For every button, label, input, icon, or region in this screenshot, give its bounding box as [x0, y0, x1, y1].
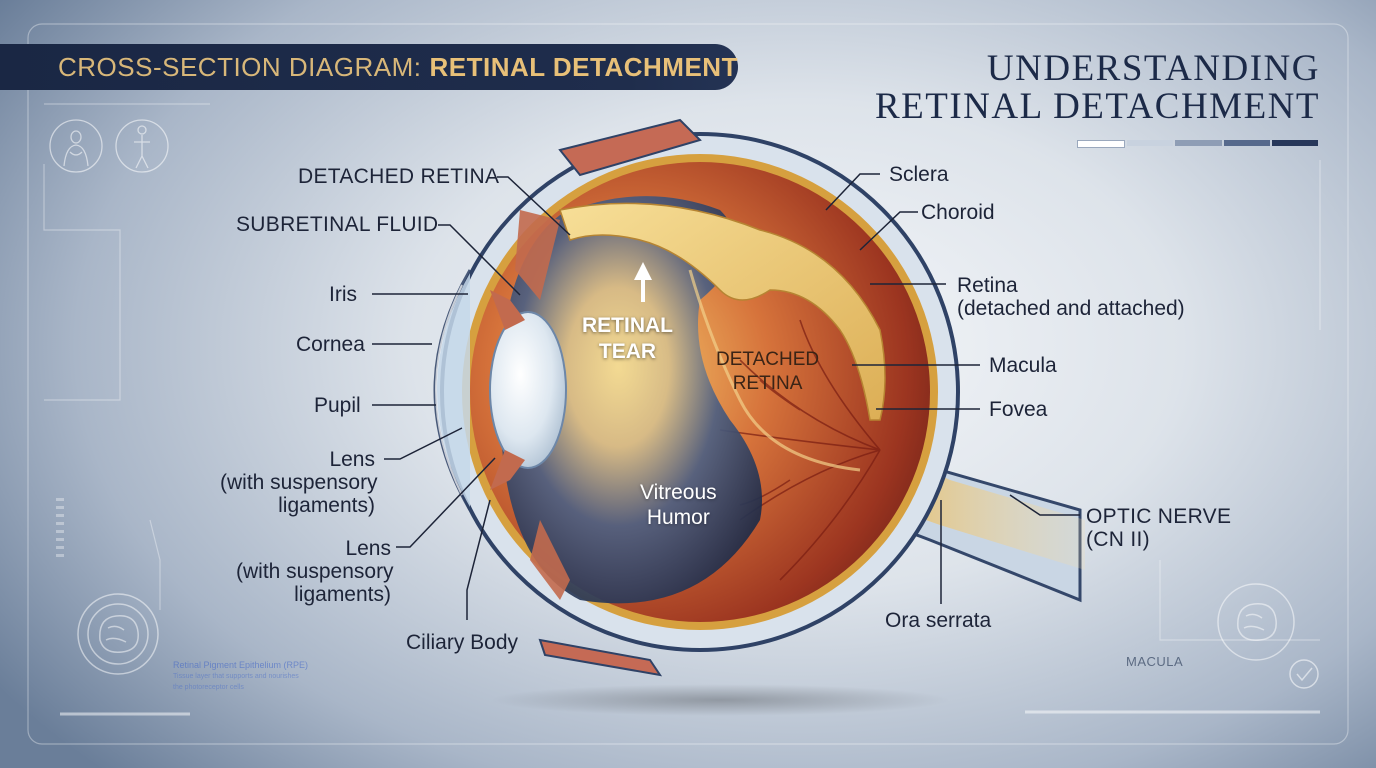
label-lens-1-sub2: ligaments)	[278, 494, 375, 517]
label-optic-nerve: OPTIC NERVE (CN II)	[1086, 505, 1231, 551]
label-fovea: Fovea	[989, 398, 1048, 421]
arrow-up-icon	[634, 262, 652, 302]
banner-highlight: RETINAL DETACHMENT	[429, 51, 738, 82]
label-retinal-tear-line1: RETINAL	[582, 314, 673, 337]
label-lens-1-title: Lens	[329, 448, 375, 471]
ciliary-shape	[515, 210, 560, 300]
label-pupil: Pupil	[314, 394, 361, 417]
label-cornea: Cornea	[296, 333, 365, 356]
decor-rpe-caption: Retinal Pigment Epithelium (RPE) Tissue …	[173, 660, 308, 693]
label-detached-inner-line2: RETINA	[732, 373, 803, 394]
iris-shape	[490, 290, 525, 330]
label-detached-inner-line1: DETACHED	[716, 349, 820, 370]
decor-rpe-sub2: the photoreceptor cells	[173, 684, 244, 691]
label-detached-retina: DETACHED RETINA	[298, 165, 500, 188]
checkmark-icon	[1289, 659, 1319, 689]
decor-macula-caption: MACULA	[1126, 654, 1184, 669]
label-retinal-tear: RETINAL TEAR	[582, 313, 673, 365]
ciliary-shape	[530, 520, 570, 600]
page-title-line1: UNDERSTANDING	[986, 48, 1320, 89]
label-optic-nerve-sub: (CN II)	[1086, 528, 1150, 551]
diagram-banner: CROSS-SECTION DIAGRAM: RETINAL DETACHMEN…	[0, 44, 738, 90]
vitreous-cavity	[500, 196, 762, 604]
human-figure-icon	[115, 119, 169, 173]
label-ora-serrata: Ora serrata	[885, 609, 992, 632]
lens-shape	[489, 311, 567, 469]
label-lens-2-sub2: ligaments)	[294, 583, 391, 606]
banner-prefix: CROSS-SECTION DIAGRAM:	[58, 51, 422, 82]
label-subretinal-fluid: SUBRETINAL FLUID	[236, 213, 439, 236]
decor-rpe-sub1: Tissue layer that supports and nourishes	[173, 673, 299, 680]
label-lens-2: Lens (with suspensory ligaments)	[236, 537, 394, 606]
title-underline	[1077, 140, 1319, 148]
label-vitreous-line2: Humor	[646, 506, 710, 529]
detached-retina-fold	[559, 202, 886, 421]
label-lens-1-sub1: (with suspensory	[220, 471, 378, 494]
decor-rpe-title: Retinal Pigment Epithelium (RPE)	[173, 660, 309, 670]
label-lens-2-sub1: (with suspensory	[236, 560, 394, 583]
body-outline-icon	[49, 119, 103, 173]
upper-lid	[558, 118, 702, 177]
label-optic-nerve-title: OPTIC NERVE	[1086, 505, 1232, 528]
label-retinal-tear-line2: TEAR	[598, 340, 657, 363]
label-lens-1: Lens (with suspensory ligaments)	[220, 448, 378, 517]
label-macula: Macula	[989, 354, 1057, 377]
brain-icon	[1217, 583, 1295, 661]
leader-lines	[372, 173, 1080, 620]
label-ciliary-body: Ciliary Body	[406, 631, 519, 654]
iris-shape	[490, 450, 525, 490]
label-vitreous-line1: Vitreous	[640, 481, 717, 504]
label-retina: Retina (detached and attached)	[957, 274, 1185, 320]
page-title-line2: RETINAL DETACHMENT	[874, 86, 1320, 127]
label-vitreous-humor: Vitreous Humor	[640, 480, 717, 530]
label-choroid: Choroid	[921, 201, 995, 224]
lower-lid	[538, 638, 663, 677]
detachment-edge	[688, 269, 861, 472]
brain-icon	[77, 593, 159, 675]
frame-outline	[27, 23, 1349, 745]
label-detached-retina-inner: DETACHED RETINA	[716, 348, 819, 396]
label-iris: Iris	[329, 283, 357, 306]
drop-shadow	[490, 684, 950, 716]
label-sclera: Sclera	[889, 163, 949, 186]
label-lens-2-title: Lens	[345, 537, 391, 560]
label-retina-title: Retina	[957, 274, 1018, 297]
label-retina-sub: (detached and attached)	[957, 297, 1185, 320]
